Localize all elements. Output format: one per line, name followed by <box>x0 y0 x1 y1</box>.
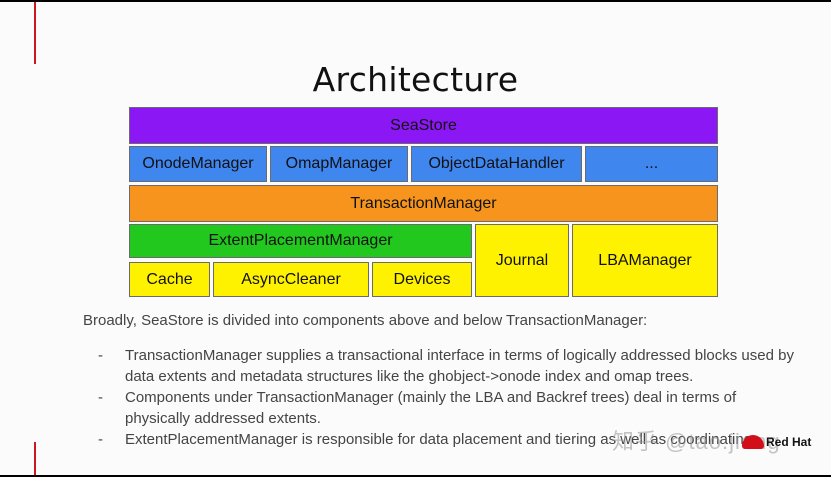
ellipsis-box: ... <box>585 146 718 182</box>
lba-manager-box: LBAManager <box>572 224 718 297</box>
bullet-line: Components under TransactionManager (mai… <box>125 389 737 406</box>
bullet-item: - ExtentPlacementManager is responsible … <box>98 429 818 450</box>
bullet-line: data extents and metadata structures lik… <box>125 368 694 385</box>
bullet-item: - Components under TransactionManager (m… <box>98 387 818 429</box>
onode-manager-box: OnodeManager <box>129 146 267 182</box>
devices-box: Devices <box>372 262 472 297</box>
seastore-box: SeaStore <box>129 107 718 144</box>
extent-placement-manager-box: ExtentPlacementManager <box>129 224 472 258</box>
async-cleaner-box: AsyncCleaner <box>213 262 369 297</box>
bullet-line: ExtentPlacementManager is responsible fo… <box>125 431 753 448</box>
bullet-line: physically addressed extents. <box>125 410 321 427</box>
logo-text: Red Hat <box>766 435 812 449</box>
transaction-manager-box: TransactionManager <box>129 185 718 222</box>
red-hat-logo: Red Hat <box>742 435 811 449</box>
slide-title: Architecture <box>312 60 519 99</box>
red-accent-line-bottom <box>34 442 36 475</box>
bullet-line: TransactionManager supplies a transactio… <box>125 347 794 364</box>
bullet-dash: - <box>98 347 103 364</box>
object-data-handler-box: ObjectDataHandler <box>411 146 582 182</box>
red-hat-icon <box>742 435 764 449</box>
journal-box: Journal <box>475 224 569 297</box>
bullet-dash: - <box>98 431 103 448</box>
bullet-item: - TransactionManager supplies a transact… <box>98 345 818 387</box>
omap-manager-box: OmapManager <box>270 146 408 182</box>
bullet-dash: - <box>98 389 103 406</box>
cache-box: Cache <box>129 262 210 297</box>
intro-text: Broadly, SeaStore is divided into compon… <box>83 312 648 329</box>
bullet-list: - TransactionManager supplies a transact… <box>98 345 818 450</box>
red-accent-line-top <box>34 2 36 64</box>
